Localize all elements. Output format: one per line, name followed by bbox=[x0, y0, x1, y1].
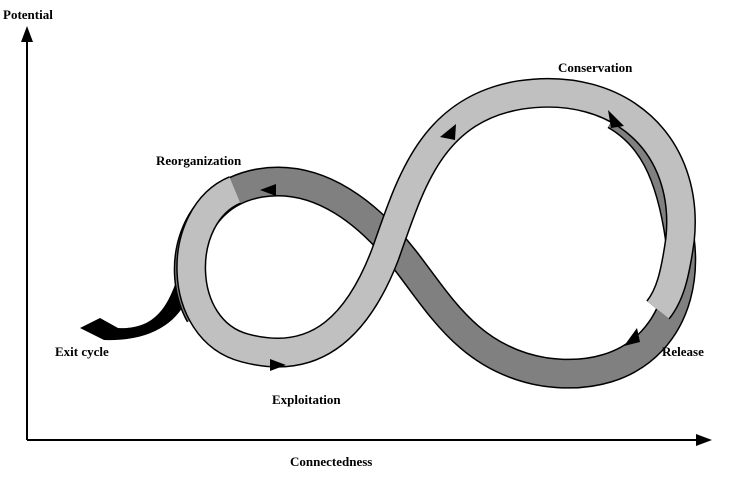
arrowhead-exploitation bbox=[270, 359, 286, 371]
y-axis-label: Potential bbox=[3, 7, 53, 22]
arrowhead-conservation-up bbox=[440, 124, 456, 140]
conservation-label: Conservation bbox=[558, 60, 633, 75]
arrowhead-reorganization bbox=[260, 184, 276, 196]
arrowhead-conservation-right bbox=[608, 110, 624, 128]
reorganization-label: Reorganization bbox=[156, 153, 242, 168]
x-axis-arrowhead bbox=[696, 434, 712, 446]
exploitation-label: Exploitation bbox=[272, 392, 341, 407]
exit-cycle-arrow bbox=[80, 258, 190, 341]
y-axis-arrowhead bbox=[21, 26, 33, 42]
light-band bbox=[177, 79, 695, 366]
arrowhead-release bbox=[624, 328, 640, 346]
release-label: Release bbox=[662, 344, 704, 359]
x-axis-label: Connectedness bbox=[290, 454, 373, 469]
exit-cycle-label: Exit cycle bbox=[55, 344, 109, 359]
